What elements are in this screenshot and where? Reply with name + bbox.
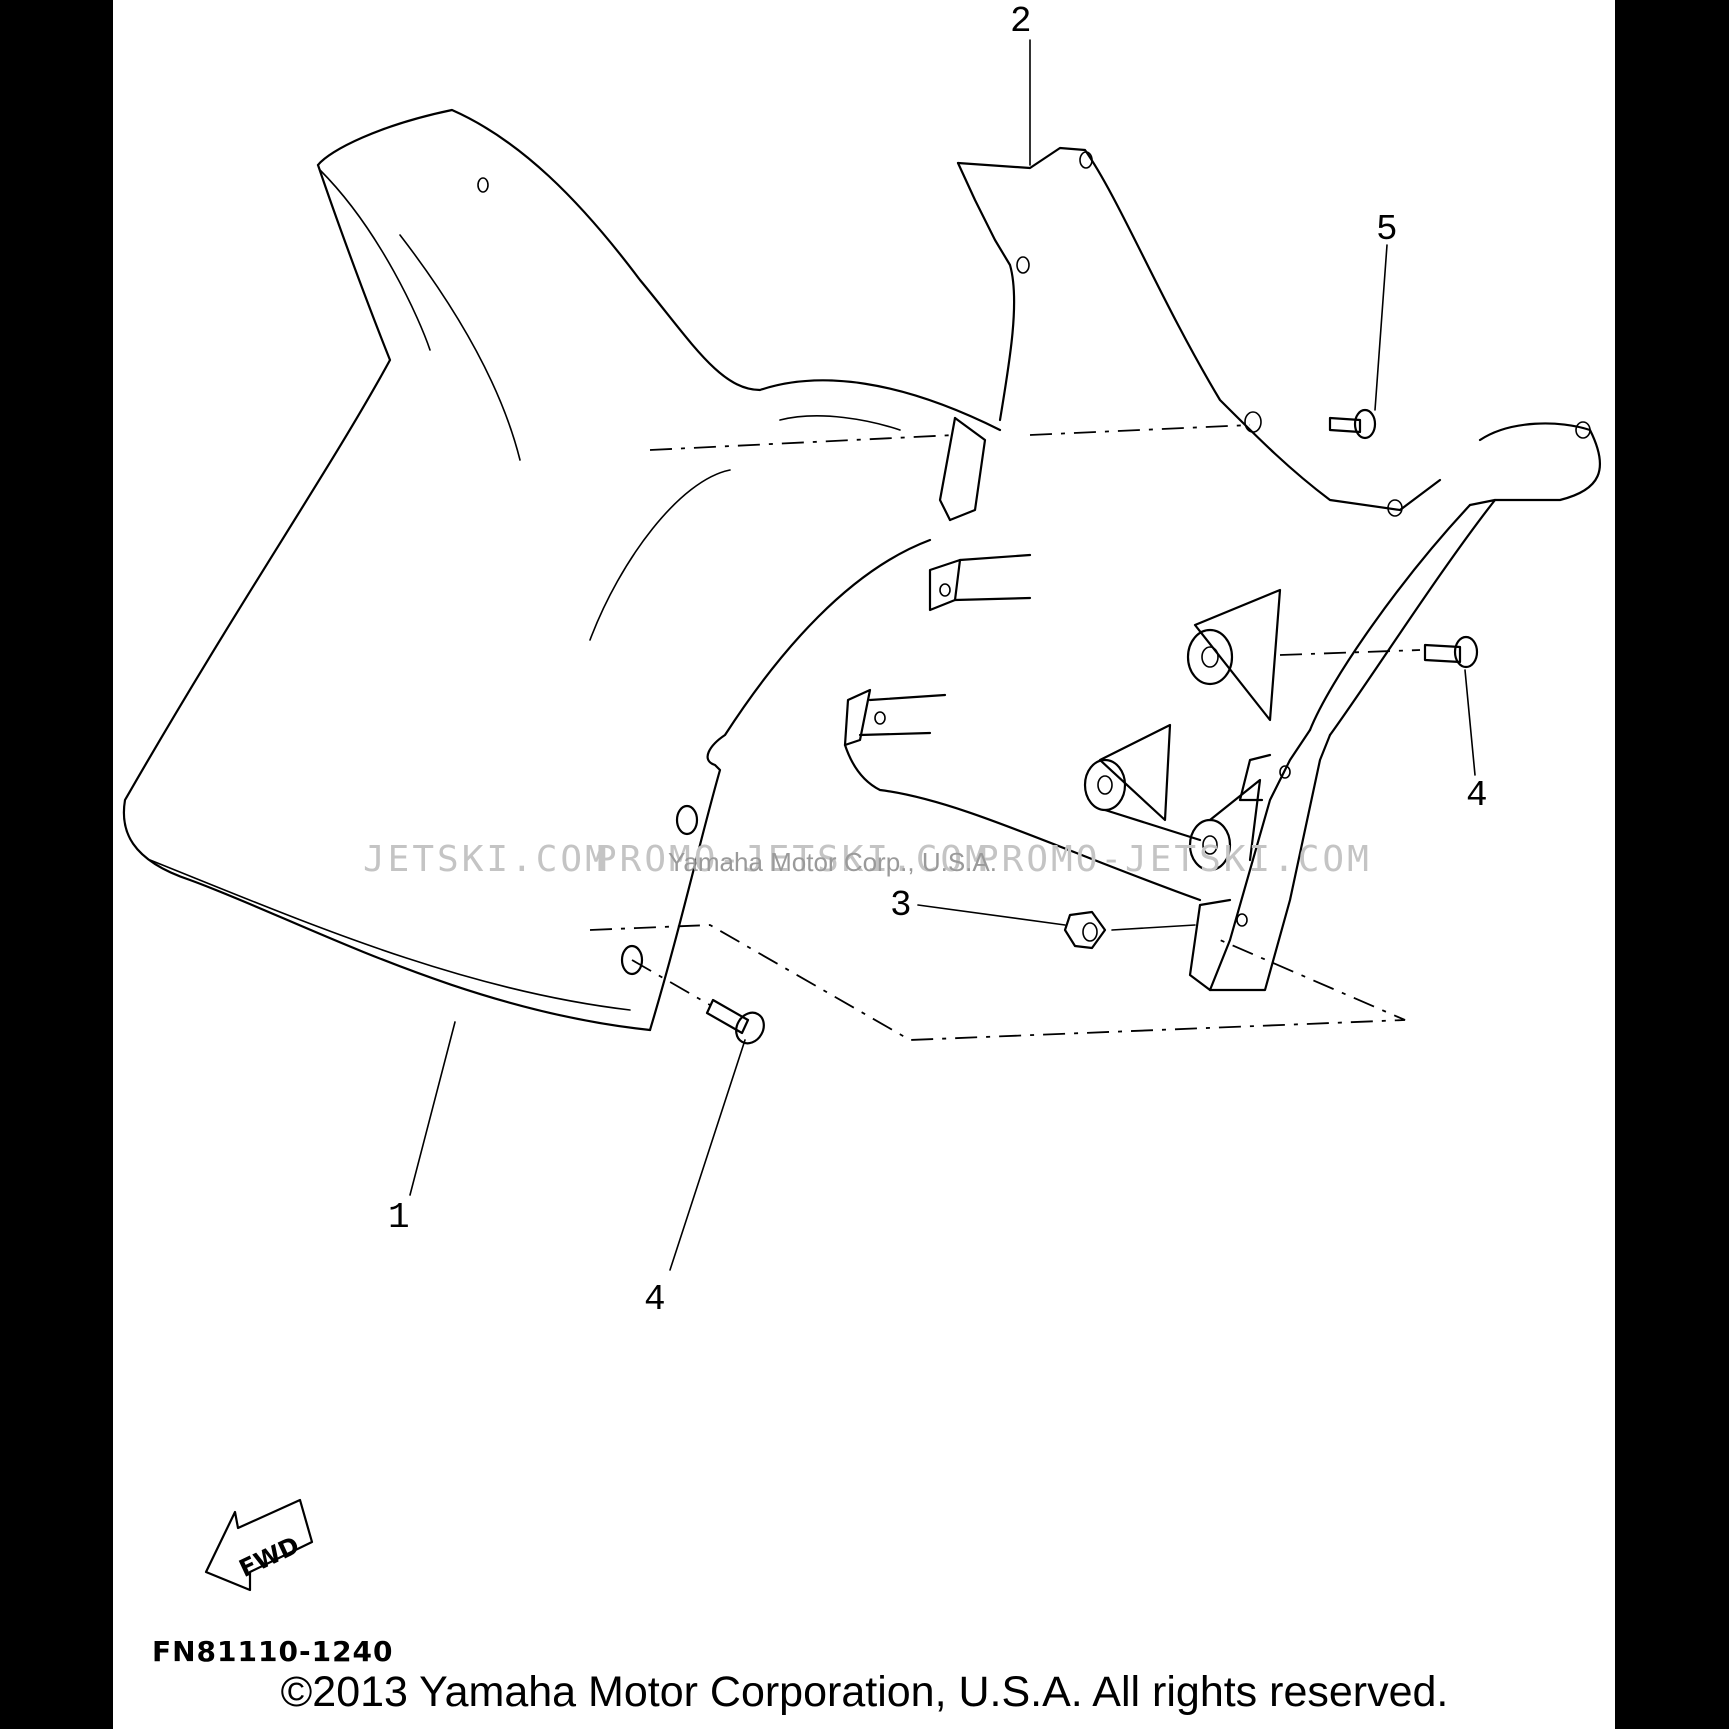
spacer-cones [1083, 588, 1282, 872]
watermark-1: JETSKI.COM [363, 839, 610, 880]
watermark-small: Yamaha Motor Corp., U.S.A. [668, 847, 997, 877]
watermark-3: PROMO-JETSKI.COM [977, 839, 1372, 880]
callout-4-left: 4 [644, 1279, 666, 1320]
watermark-2: PROMO-JETSKI.COM [595, 839, 990, 880]
leader-lines [409, 39, 1476, 1271]
screw-4-left [705, 998, 765, 1045]
mounting-rail [1188, 421, 1602, 992]
fwd-label: FWD [235, 1531, 304, 1583]
drawing-sheet [113, 0, 1615, 1729]
callout-3: 3 [890, 885, 912, 926]
part-1-cover [122, 108, 1002, 1032]
figure-code: FN81110-1240 [152, 1635, 394, 1668]
callout-1: 1 [388, 1197, 410, 1238]
screw-4-right [1423, 635, 1479, 669]
screw-5 [1328, 408, 1377, 440]
callout-4-right: 4 [1466, 775, 1488, 816]
fwd-arrow-icon: FWD [204, 1498, 314, 1592]
callout-5: 5 [1376, 209, 1398, 250]
callout-2: 2 [1010, 1, 1032, 42]
copyright-notice: ©2013 Yamaha Motor Corporation, U.S.A. A… [280, 1668, 1449, 1716]
nut-3 [1063, 910, 1107, 950]
part-2-cover [843, 146, 1442, 902]
reference-lines [589, 424, 1421, 1041]
